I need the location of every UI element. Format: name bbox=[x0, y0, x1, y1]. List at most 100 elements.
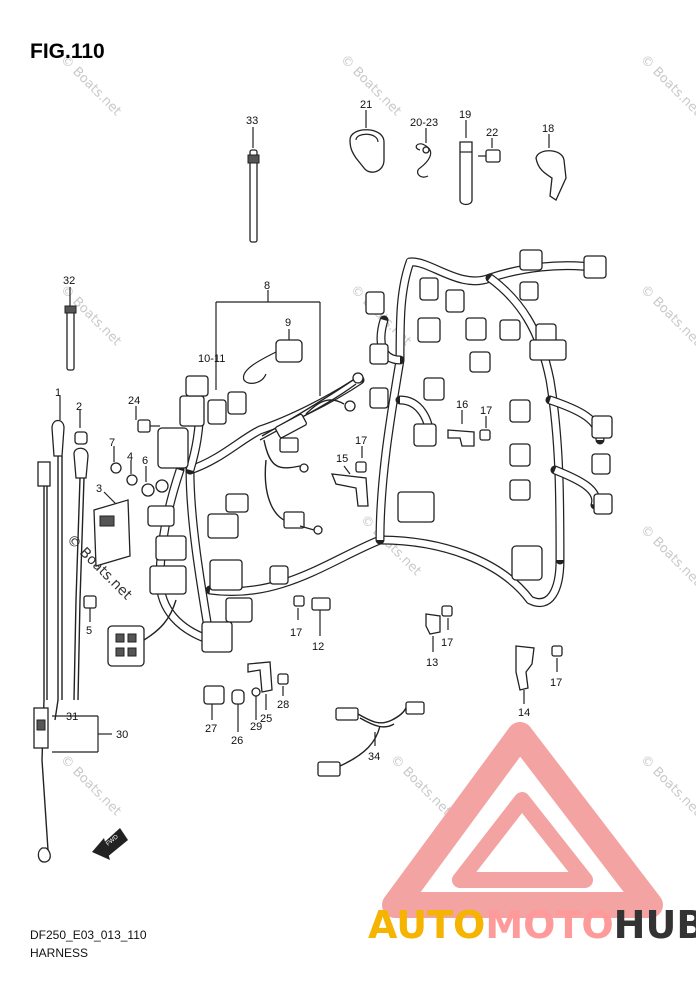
logo-word-moto: MOTO bbox=[485, 903, 613, 947]
main-harness bbox=[147, 249, 613, 653]
logo-text: AUTOMOTOHUB bbox=[368, 903, 696, 947]
label-34: 34 bbox=[368, 751, 380, 763]
fwd-arrow-icon: FWD bbox=[92, 828, 128, 860]
logo-word-hub: HUB bbox=[614, 903, 696, 947]
connector-icon bbox=[519, 281, 539, 301]
part-3-cover bbox=[93, 491, 131, 567]
label-17-e: 17 bbox=[550, 677, 562, 689]
part-18-clamp bbox=[535, 136, 567, 201]
connector-icon bbox=[445, 289, 465, 313]
connector-icon bbox=[209, 559, 243, 591]
figure-name: HARNESS bbox=[30, 946, 89, 960]
label-27: 27 bbox=[205, 723, 217, 735]
part-26-cap bbox=[231, 689, 245, 732]
figure-title: FIG.110 bbox=[30, 40, 105, 63]
watermark-9: © Boats.net bbox=[57, 752, 124, 819]
part-12-plate bbox=[311, 597, 331, 636]
connector-icon bbox=[583, 255, 607, 279]
connector-icon bbox=[369, 387, 389, 409]
part-27-coupler bbox=[203, 685, 225, 720]
label-17-a: 17 bbox=[480, 405, 492, 417]
watermark-2: © Boats.net bbox=[637, 52, 696, 119]
part-32-cable-tie bbox=[64, 287, 77, 371]
part-4-collar bbox=[126, 460, 138, 486]
label-17-b: 17 bbox=[355, 435, 367, 447]
label-5: 5 bbox=[86, 625, 92, 637]
part-9-relay bbox=[242, 329, 303, 384]
part-13-bracket bbox=[425, 613, 441, 652]
battery-negative-cable bbox=[73, 447, 89, 701]
connector-icon bbox=[529, 339, 567, 361]
label-9: 9 bbox=[285, 317, 291, 329]
connector-icon bbox=[465, 317, 487, 341]
part-17-bolt-d bbox=[441, 605, 453, 630]
part-1-battery-cable bbox=[51, 396, 65, 721]
connector-icon bbox=[147, 505, 175, 527]
part-28-bolt bbox=[277, 673, 289, 696]
label-12: 12 bbox=[312, 641, 324, 653]
part-5-nut bbox=[83, 595, 97, 622]
label-16: 16 bbox=[456, 399, 468, 411]
label-1: 1 bbox=[55, 387, 61, 399]
label-8: 8 bbox=[264, 280, 270, 292]
part-15-bracket bbox=[330, 465, 369, 507]
part-8-sub-harness bbox=[215, 290, 364, 535]
label-2: 2 bbox=[76, 401, 82, 413]
label-6: 6 bbox=[142, 455, 148, 467]
connector-icon bbox=[591, 415, 613, 439]
label-33: 33 bbox=[246, 115, 258, 127]
watermark-11: © Boats.net bbox=[637, 752, 696, 819]
part-19-bracket bbox=[459, 120, 473, 206]
part-7-grommet bbox=[110, 446, 122, 474]
part-34-extension-harness bbox=[317, 701, 425, 777]
watermark-8: © Boats.net bbox=[637, 522, 696, 589]
connector-icon bbox=[519, 249, 543, 271]
figure-code: DF250_E03_013_110 bbox=[30, 928, 147, 942]
part-20-23-clip bbox=[415, 128, 432, 178]
label-10-11: 10-11 bbox=[198, 353, 225, 365]
label-18: 18 bbox=[542, 123, 554, 135]
logo-triangle-icon bbox=[382, 722, 663, 918]
connector-large-icon bbox=[511, 545, 543, 581]
part-25-bracket bbox=[247, 661, 273, 710]
connector-icon bbox=[207, 513, 239, 539]
part-17-bolt-e bbox=[551, 645, 563, 672]
main-plug-connector bbox=[107, 599, 177, 667]
label-15: 15 bbox=[336, 453, 348, 465]
connector-icon bbox=[201, 621, 233, 653]
automotohub-logo: AUTOMOTOHUB bbox=[368, 722, 696, 947]
connector-icon bbox=[269, 565, 289, 585]
connector-icon bbox=[413, 423, 437, 447]
label-3: 3 bbox=[96, 483, 102, 495]
label-30: 30 bbox=[116, 729, 128, 741]
label-29: 29 bbox=[250, 721, 262, 733]
label-17-c: 17 bbox=[290, 627, 302, 639]
part-29-collar bbox=[251, 687, 261, 720]
connector-icon bbox=[227, 391, 247, 415]
watermark-6: © Boats.net bbox=[637, 282, 696, 349]
connector-icon bbox=[369, 343, 389, 365]
label-32: 32 bbox=[63, 275, 75, 287]
logo-word-auto: AUTO bbox=[368, 903, 485, 947]
part-21-clamp bbox=[349, 110, 385, 173]
label-19: 19 bbox=[459, 109, 471, 121]
connector-icon bbox=[365, 291, 385, 315]
connector-icon bbox=[509, 443, 531, 467]
connector-icon bbox=[417, 317, 441, 343]
part-16-bracket bbox=[447, 410, 475, 447]
label-22: 22 bbox=[486, 127, 498, 139]
logo-inner-triangle-icon bbox=[452, 792, 593, 888]
connector-icon bbox=[149, 565, 187, 595]
connector-icon bbox=[155, 535, 187, 561]
part-14-bracket bbox=[515, 645, 535, 704]
connector-icon bbox=[593, 493, 613, 515]
connector-icon bbox=[419, 277, 439, 301]
label-26: 26 bbox=[231, 735, 243, 747]
part-17-bolt-a bbox=[479, 416, 491, 441]
label-24: 24 bbox=[128, 395, 140, 407]
label-7: 7 bbox=[109, 437, 115, 449]
connector-icon bbox=[225, 493, 249, 513]
label-13: 13 bbox=[426, 657, 438, 669]
